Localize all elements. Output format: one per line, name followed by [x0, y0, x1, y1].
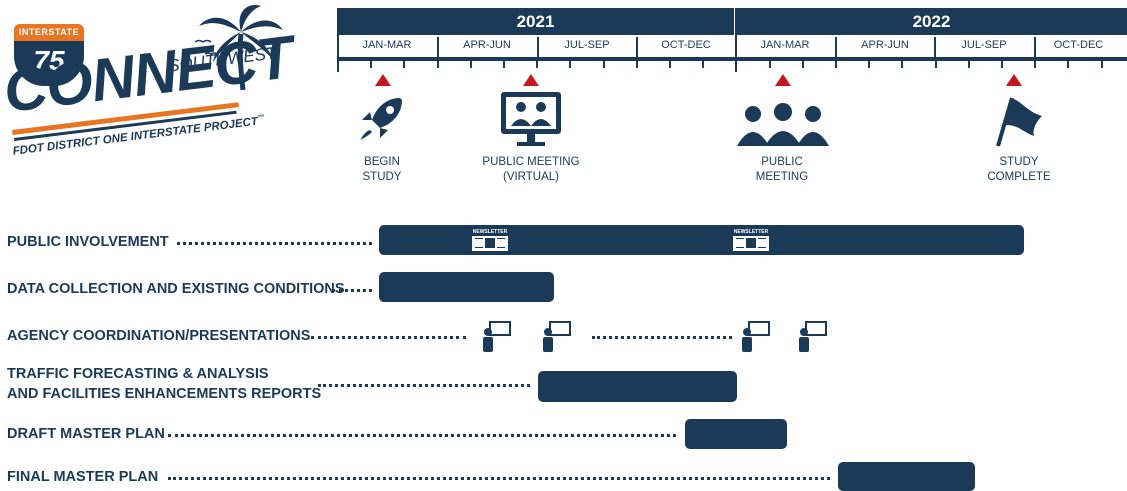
task-label-traffic-forecasting: TRAFFIC FORECASTING & ANALYSIS AND FACIL… [7, 366, 322, 402]
task-label-final-master-plan: FINAL MASTER PLAN [7, 469, 159, 485]
month-tick [1101, 61, 1103, 68]
quarter-label: JAN-MAR [760, 39, 810, 51]
task-leader-dots [318, 384, 530, 387]
task-label-draft-master-plan: DRAFT MASTER PLAN [7, 426, 165, 442]
presentation-icon [543, 321, 571, 352]
task-bar-final-master-plan [838, 462, 975, 491]
quarter-label: OCT-DEC [1053, 39, 1104, 51]
divider [1034, 37, 1036, 59]
milestone-marker [375, 74, 391, 86]
shield-number: 75 [14, 41, 84, 86]
divider [537, 37, 539, 59]
divider [437, 37, 439, 59]
quarter-label: APR-JUN [463, 39, 511, 51]
task-label-agency-coordination: AGENCY COORDINATION/PRESENTATIONS [7, 328, 311, 344]
month-tick [1001, 61, 1003, 68]
month-tick [669, 61, 671, 68]
month-tick [901, 61, 903, 68]
task-bar-data-collection [379, 272, 554, 302]
virtual-meeting-monitor-icon [501, 92, 561, 146]
task-leader-dots [332, 289, 372, 292]
people-group-icon [737, 103, 829, 146]
quarter-label: JAN-MAR [362, 39, 412, 51]
month-tick [536, 61, 538, 68]
presentation-icon [742, 321, 770, 352]
quarter-label: JUL-SEP [564, 39, 610, 51]
month-tick [1067, 61, 1069, 68]
divider [337, 8, 339, 72]
presentation-icon [483, 321, 511, 352]
presentation-icon [799, 321, 827, 352]
task-leader-dots [168, 434, 676, 437]
month-tick [802, 61, 804, 68]
year-2022: 2022 [736, 8, 1127, 35]
milestone-label: PUBLIC MEETING(VIRTUAL) [482, 156, 580, 183]
logo: INTERSTATE 75 SOUTHWEST CONNECT FDOT DIS… [0, 0, 296, 180]
newsletter-icon: NEWSLETTER [731, 227, 771, 253]
month-tick [403, 61, 405, 68]
task-leader-dots [177, 242, 372, 245]
month-tick [470, 61, 472, 68]
quarter-label: APR-JUN [861, 39, 909, 51]
milestone-marker [775, 74, 791, 86]
task-leader-dots [168, 477, 830, 480]
month-tick [968, 61, 970, 68]
month-tick [437, 61, 439, 68]
task-bar-traffic-forecasting [538, 371, 737, 402]
month-tick [1034, 61, 1036, 68]
milestone-marker [1006, 74, 1022, 86]
month-tick [702, 61, 704, 68]
flag-icon [996, 97, 1042, 147]
month-tick [735, 61, 737, 68]
divider [735, 8, 737, 72]
month-tick [636, 61, 638, 68]
palm-tree-icon [195, 5, 283, 91]
shield-label: INTERSTATE [14, 24, 84, 41]
newsletter-icon: NEWSLETTER [470, 227, 510, 253]
month-tick [835, 61, 837, 68]
month-tick [935, 61, 937, 68]
month-tick [603, 61, 605, 68]
milestone-marker [523, 74, 539, 86]
task-label-data-collection: DATA COLLECTION AND EXISTING CONDITIONS [7, 281, 345, 297]
divider [934, 37, 936, 59]
quarter-label: OCT-DEC [661, 39, 711, 51]
task-leader-dots [311, 336, 466, 339]
month-tick [868, 61, 870, 68]
month-tick [370, 61, 372, 68]
divider [835, 37, 837, 59]
task-leader-dots [592, 336, 732, 339]
divider [636, 37, 638, 59]
task-bar-draft-master-plan [685, 419, 787, 449]
year-2021: 2021 [337, 8, 734, 35]
month-tick [569, 61, 571, 68]
task-label-public-involvement: PUBLIC INVOLVEMENT [7, 234, 169, 250]
interstate-shield: INTERSTATE 75 [14, 24, 84, 86]
quarter-label: JUL-SEP [961, 39, 1007, 51]
month-tick [503, 61, 505, 68]
timeline-axis [337, 57, 1127, 61]
rocket-icon [360, 98, 402, 140]
month-tick [769, 61, 771, 68]
